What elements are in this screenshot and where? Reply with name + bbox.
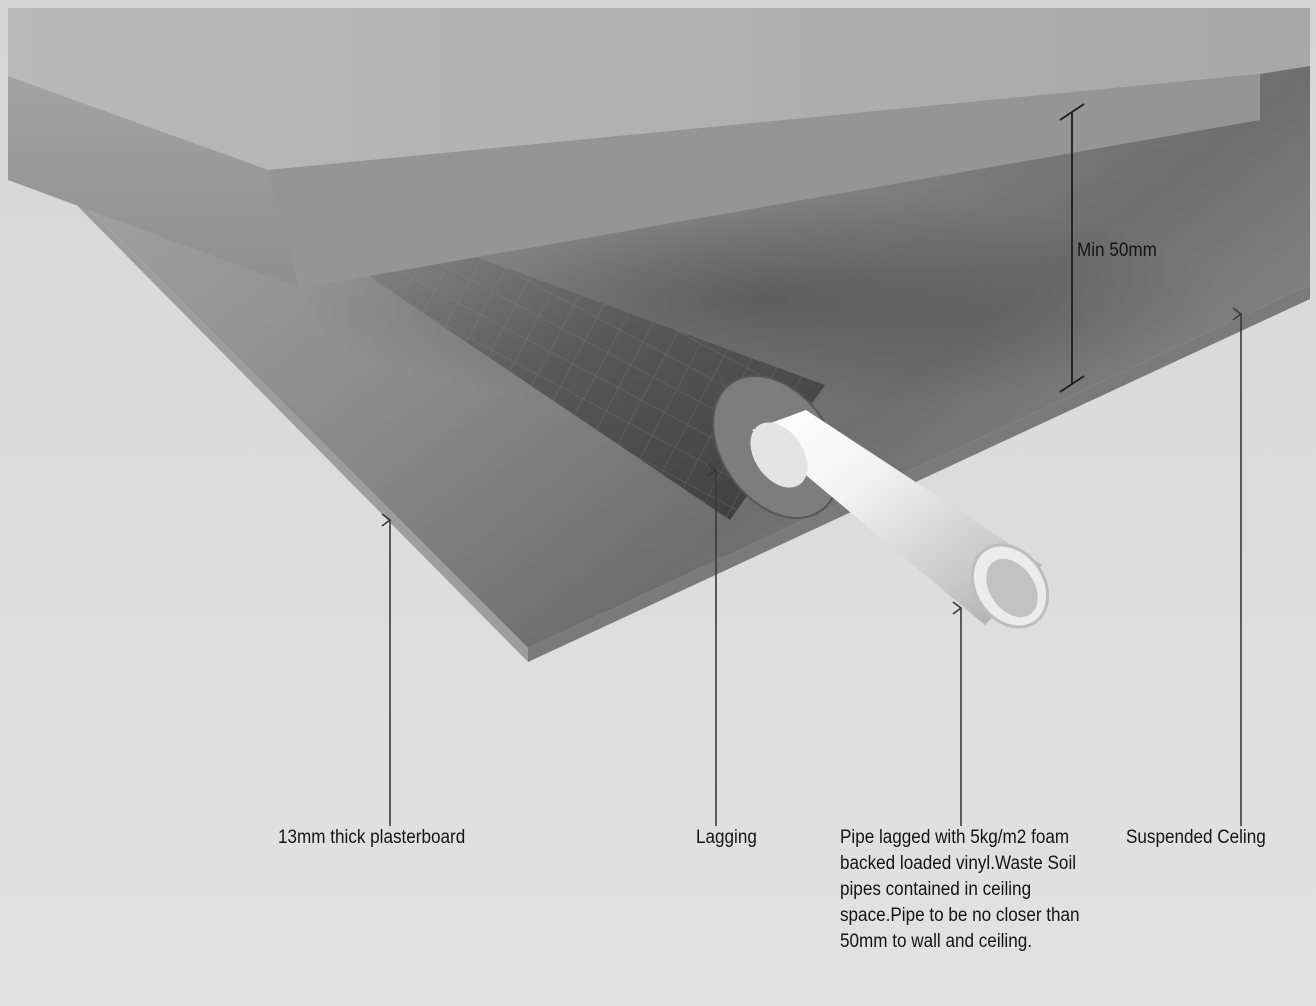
pipe-note-label: Pipe lagged with 5kg/m2 foam backed load… [840,827,1080,952]
dimension-line [1059,103,1085,393]
pipe [750,410,1050,629]
concrete-slab [8,8,1310,288]
ceiling-label: Suspended Celing [1126,827,1266,848]
dimension-label: Min 50mm [1077,240,1157,261]
plasterboard-label: 13mm thick plasterboard [278,827,466,848]
ceiling-board-front-edge [528,285,1310,662]
lagging-label: Lagging [696,827,757,848]
pipe-lagging [330,240,840,520]
ceiling-board-left-edge [38,158,528,662]
